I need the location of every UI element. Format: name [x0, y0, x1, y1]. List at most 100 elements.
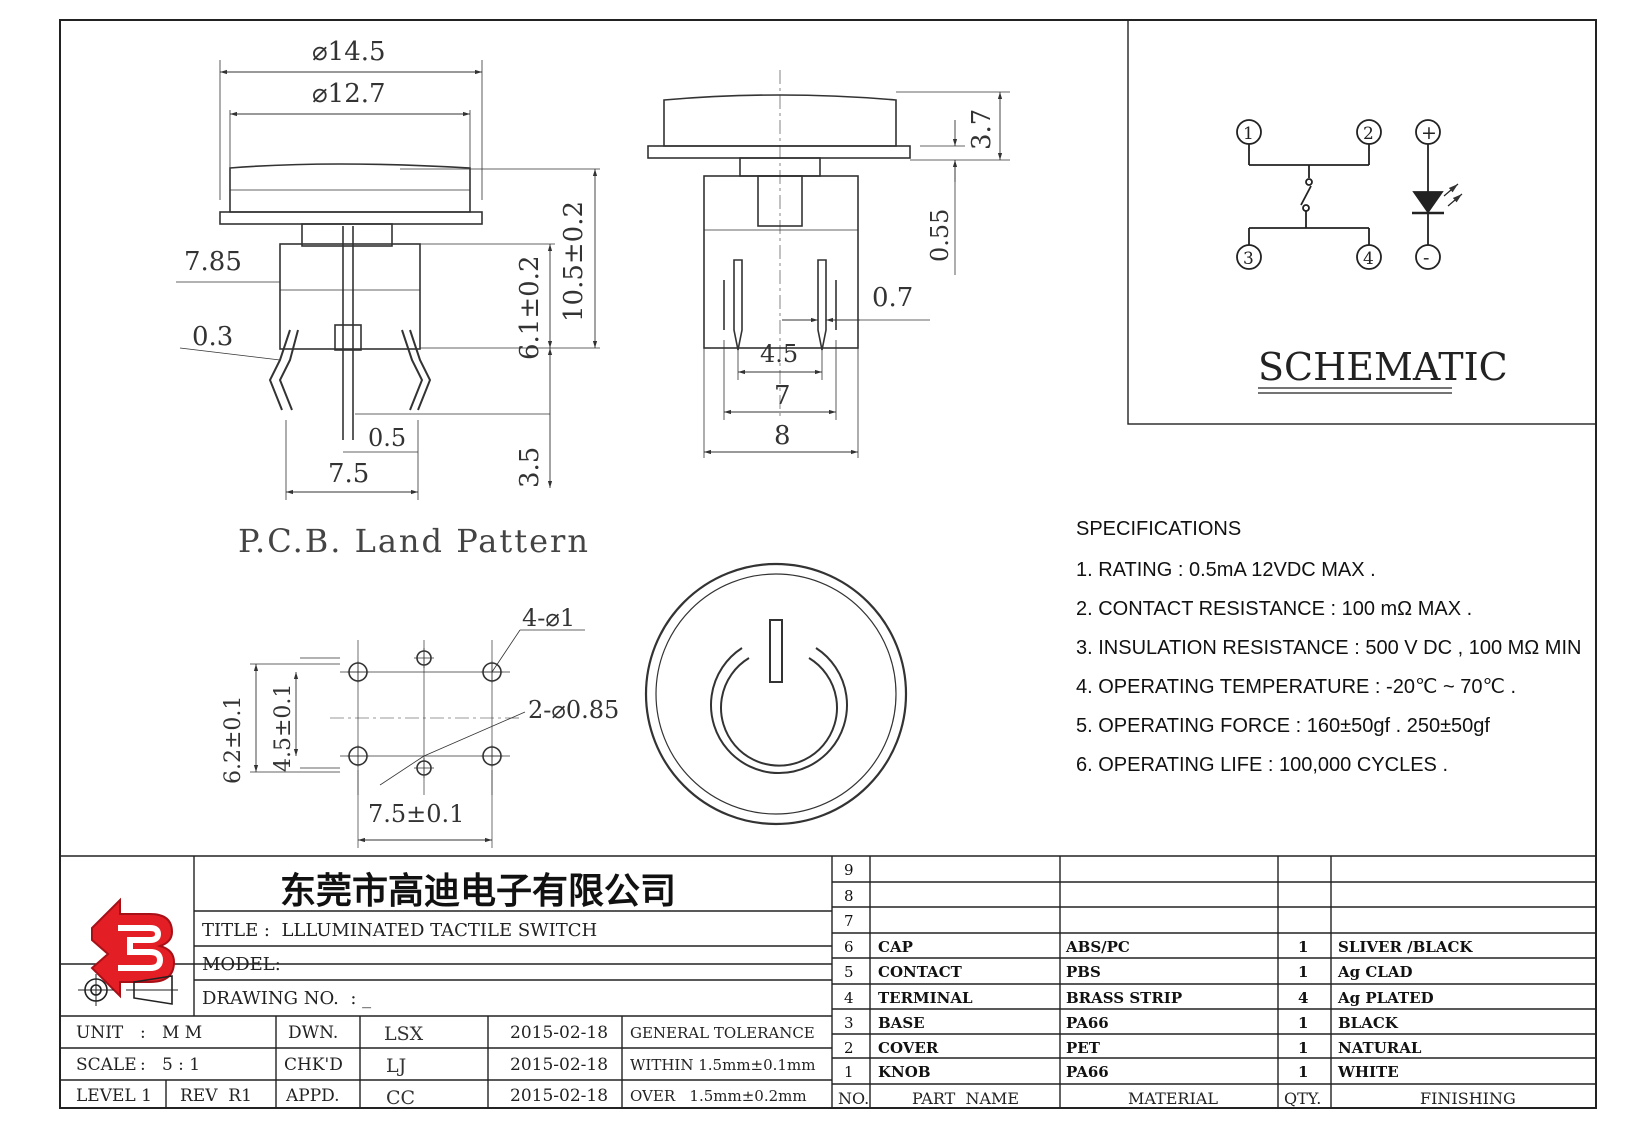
- top-view-power-icon: [644, 562, 908, 826]
- bom-row-number: 4: [844, 989, 854, 1007]
- bom-finishing: WHITE: [1337, 1063, 1399, 1081]
- dwn-date: 2015-02-18: [510, 1023, 608, 1043]
- bom-qty: 1: [1298, 1039, 1308, 1057]
- bom-part-name: BASE: [878, 1014, 925, 1032]
- bom-finishing: NATURAL: [1338, 1039, 1422, 1057]
- dim-6-2: 6.2±0.1: [221, 696, 246, 784]
- company-name: 东莞市高迪电子有限公司: [280, 871, 677, 912]
- bom-finishing: SLIVER /BLACK: [1338, 938, 1473, 956]
- title-text: TITLE : LLLUMINATED TACTILE SWITCH: [202, 920, 597, 941]
- bom-row-number: 6: [844, 938, 854, 956]
- bom-row-number: 3: [844, 1014, 854, 1032]
- bom-qty: 1: [1298, 1014, 1308, 1032]
- appd-label: APPD.: [285, 1086, 340, 1106]
- chkd-date: 2015-02-18: [510, 1055, 608, 1075]
- tolerance-heading: GENERAL TOLERANCE: [630, 1024, 815, 1042]
- dim-7-5: 7.5: [328, 459, 369, 489]
- spec-line: 1. RATING : 0.5mA 12VDC MAX .: [1076, 559, 1376, 581]
- drawing-no-text: DRAWING NO. : _: [202, 988, 371, 1009]
- spec-line: 5. OPERATING FORCE : 160±50gf . 250±50gf: [1076, 715, 1490, 737]
- dim-8: 8: [774, 421, 791, 451]
- tolerance-within: WITHIN 1.5mm±0.1mm: [630, 1056, 815, 1074]
- dim-0-3: 0.3: [192, 322, 233, 352]
- bom-row-number: 1: [844, 1063, 854, 1081]
- bom-qty: 4: [1298, 989, 1308, 1007]
- bom-row-number: 2: [844, 1039, 854, 1057]
- level-text: LEVEL 1: [76, 1086, 152, 1106]
- specifications-heading: SPECIFICATIONS: [1076, 518, 1242, 540]
- bom-row-number: 8: [844, 887, 854, 905]
- scale-value: : 5 : 1: [140, 1055, 200, 1075]
- pin-label-3: 3: [1243, 249, 1254, 269]
- bom-header-part: PART NAME: [912, 1089, 1019, 1108]
- dwn-label: DWN.: [288, 1023, 338, 1043]
- chkd-label: CHK'D: [284, 1055, 343, 1075]
- dim-4-5-pcb: 4.5±0.1: [271, 684, 296, 772]
- bom-finishing: Ag CLAD: [1337, 963, 1412, 981]
- projection-symbol-icon: [78, 974, 178, 1006]
- bom-qty: 1: [1298, 938, 1308, 956]
- bom-header-material: MATERIAL: [1128, 1089, 1218, 1108]
- bom-header-qty: QTY.: [1284, 1089, 1321, 1108]
- bom-material: PBS: [1066, 963, 1101, 981]
- bom-part-name: CAP: [878, 938, 913, 956]
- dim-2-holes: 2-⌀0.85: [528, 696, 619, 724]
- pin-label-plus: +: [1421, 122, 1437, 144]
- dim-10-5: 10.5±0.2: [559, 201, 589, 322]
- dim-3-5: 3.5: [515, 447, 545, 488]
- dim-7-85: 7.85: [184, 247, 242, 277]
- tolerance-over: OVER 1.5mm±0.2mm: [630, 1087, 807, 1105]
- bom-finishing: BLACK: [1338, 1014, 1399, 1032]
- schematic-symbol: [1236, 119, 1463, 270]
- dim-7-5-pcb: 7.5±0.1: [368, 800, 464, 828]
- dim-3-7: 3.7: [967, 109, 997, 150]
- bom-part-name: COVER: [878, 1039, 939, 1057]
- dim-0-5: 0.5: [368, 424, 406, 452]
- bom-material: PA66: [1066, 1014, 1109, 1032]
- side-view: [176, 60, 600, 500]
- bom-material: BRASS STRIP: [1066, 989, 1182, 1007]
- bom-part-name: CONTACT: [878, 963, 963, 981]
- appd-name: CC: [386, 1087, 415, 1109]
- front-view: [647, 70, 1010, 458]
- dim-0-55: 0.55: [926, 209, 954, 262]
- pin-label-4: 4: [1363, 249, 1374, 269]
- bom-row-number: 7: [844, 912, 854, 930]
- spec-line: 2. CONTACT RESISTANCE : 100 mΩ MAX .: [1076, 598, 1473, 620]
- bom-header-finishing: FINISHING: [1420, 1089, 1516, 1108]
- pin-label-2: 2: [1363, 124, 1374, 144]
- bom-qty: 1: [1298, 1063, 1308, 1081]
- schematic-title: SCHEMATIC: [1258, 345, 1508, 389]
- bom-material: ABS/PC: [1065, 938, 1130, 956]
- bom-qty: 1: [1298, 963, 1308, 981]
- dim-12-7: ⌀12.7: [312, 79, 386, 109]
- title-block-grid: [60, 855, 1596, 1108]
- scale-label: SCALE: [76, 1055, 137, 1075]
- spec-line: 3. INSULATION RESISTANCE : 500 V DC , 10…: [1076, 637, 1582, 659]
- pin-label-minus: -: [1423, 247, 1429, 269]
- bom-material: PET: [1066, 1039, 1101, 1057]
- bom-row-number: 5: [844, 963, 854, 981]
- dim-4-5: 4.5: [760, 340, 798, 368]
- bom-part-name: TERMINAL: [878, 989, 973, 1007]
- unit-label: UNIT: [76, 1023, 124, 1043]
- bom-part-name: KNOB: [878, 1063, 931, 1081]
- pcb-land-pattern-title: P.C.B. Land Pattern: [238, 522, 590, 560]
- dim-6-1: 6.1±0.2: [515, 256, 545, 360]
- bom-material: PA66: [1066, 1063, 1109, 1081]
- specifications-panel: SPECIFICATIONS 1. RATING : 0.5mA 12VDC M…: [1076, 518, 1636, 792]
- chkd-name: LJ: [386, 1055, 406, 1077]
- bom-row-number: 9: [844, 861, 854, 879]
- appd-date: 2015-02-18: [510, 1086, 608, 1106]
- dim-0-7: 0.7: [872, 283, 913, 313]
- dim-7: 7: [774, 381, 791, 411]
- rev-text: REV R1: [180, 1086, 252, 1106]
- dim-14-5: ⌀14.5: [312, 37, 386, 67]
- bom-header-no: NO.: [838, 1089, 869, 1108]
- company-logo: [90, 897, 176, 999]
- model-text: MODEL:: [202, 954, 281, 975]
- spec-line: 4. OPERATING TEMPERATURE : -20℃ ~ 70℃ .: [1076, 676, 1517, 698]
- schematic-box: [1127, 19, 1597, 425]
